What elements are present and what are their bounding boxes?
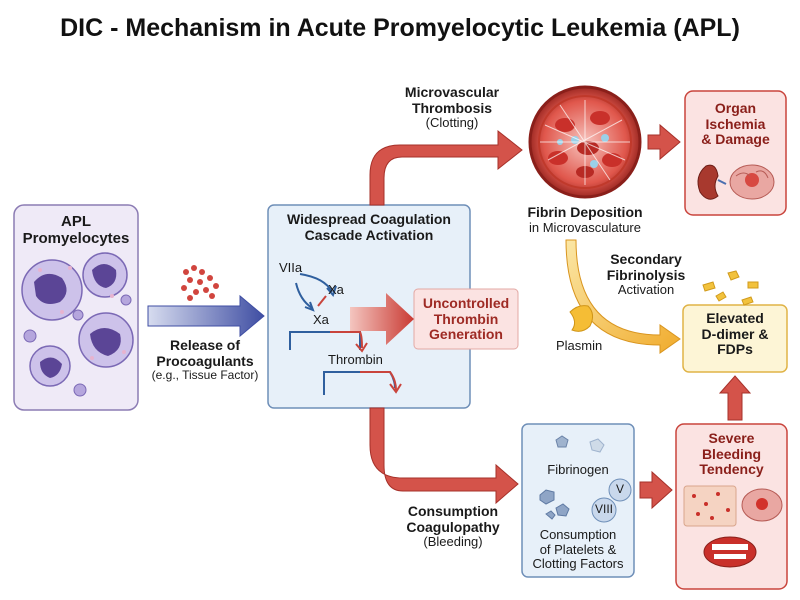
thrombosis-arrow xyxy=(369,129,523,206)
bleeding-gums-icon xyxy=(703,536,757,568)
fibrin-deposition-label: Fibrin Deposition in Microvasculature xyxy=(505,204,665,235)
consumption-coagulopathy-label: Consumption Coagulopathy (Bleeding) xyxy=(388,503,518,550)
bleeding-line1: Severe xyxy=(708,430,755,446)
release-label: Release of Procoagulants (e.g., Tissue F… xyxy=(140,337,270,383)
factor-xa-label-2: Xa xyxy=(313,312,329,327)
organ-arrow xyxy=(647,123,681,161)
cascade-pathway-arrows xyxy=(289,273,402,395)
bleeding-to-ddimer-arrow xyxy=(718,375,752,421)
fibrinolysis-label: Secondary Fibrinolysis Activation xyxy=(590,251,702,298)
consumption-arrow xyxy=(369,407,519,505)
release-arrow xyxy=(147,294,265,338)
promyelocyte-cells-illustration xyxy=(21,252,134,397)
ddimer-label: Elevated D-dimer & FDPs xyxy=(683,310,787,358)
fibrinolysis-sub: Activation xyxy=(617,282,675,298)
release-label-sub: (e.g., Tissue Factor) xyxy=(151,368,259,383)
fibrin-sub: in Microvasculature xyxy=(529,219,641,235)
organ-line3: & Damage xyxy=(701,131,770,148)
factor-v-marker xyxy=(608,478,632,502)
consumption-factors-line3: Clotting Factors xyxy=(532,556,624,572)
bleeding-tendency-label: Severe Bleeding Tendency xyxy=(676,430,787,478)
organ-line1: Organ xyxy=(714,100,757,116)
plasmin-icon xyxy=(569,305,594,332)
consumption-box xyxy=(521,423,635,578)
uncontrolled-line2: Thrombin xyxy=(433,310,499,327)
ddimer-line1: Elevated xyxy=(706,310,764,326)
platelet-fibrinogen-icons xyxy=(539,435,605,520)
uncontrolled-thrombin-label: Uncontrolled Thrombin Generation xyxy=(414,295,518,343)
microvessel-clot-illustration xyxy=(528,85,642,199)
thrombin-generation-arrow xyxy=(350,293,414,345)
bleeding-line2: Bleeding xyxy=(701,445,762,462)
apl-title-line2: Promyelocytes xyxy=(22,229,130,247)
apl-title: APL Promyelocytes xyxy=(14,213,138,248)
ddimer-line2: D-dimer & xyxy=(701,325,769,342)
organ-damage-label: Organ Ischemia & Damage xyxy=(685,100,786,148)
factor-v-label: V xyxy=(615,482,624,496)
factor-xa-label-1: Xa xyxy=(328,282,344,297)
microvascular-line2: Thrombosis xyxy=(411,99,493,116)
fibrinogen-label: Fibrinogen xyxy=(547,462,609,477)
microvascular-sub: (Clotting) xyxy=(425,115,479,131)
thrombin-label: Thrombin xyxy=(328,352,383,367)
apl-title-line1: APL xyxy=(61,213,91,230)
uncontrolled-line3: Generation xyxy=(429,326,503,343)
cascade-title-line1: Widespread Coagulation xyxy=(286,211,451,227)
cascade-title: Widespread Coagulation Cascade Activatio… xyxy=(268,211,470,243)
fibrinolysis-line2: Fibrinolysis xyxy=(606,266,686,283)
release-label-line2: Procoagulants xyxy=(156,352,254,369)
petechiae-skin-icon xyxy=(683,485,737,527)
factor-viii-marker xyxy=(591,497,617,523)
consumption-coag-line1: Consumption xyxy=(407,503,499,519)
consumption-coag-sub: (Bleeding) xyxy=(423,534,483,550)
consumption-factors-line2: of Platelets & xyxy=(539,541,617,557)
consumption-factors-line1: Consumption xyxy=(539,527,617,542)
ddimer-box xyxy=(682,304,788,373)
microvascular-thrombosis-label: Microvascular Thrombosis (Clotting) xyxy=(384,84,520,131)
uncontrolled-line1: Uncontrolled xyxy=(422,295,510,311)
release-label-line1: Release of xyxy=(169,337,241,353)
fibrin-fragments-icon xyxy=(702,270,759,306)
ddimer-line3: FDPs xyxy=(717,341,753,358)
plasmin-label: Plasmin xyxy=(556,338,603,353)
brain-hemorrhage-icon xyxy=(741,488,783,522)
consumption-factors-label: Consumption of Platelets & Clotting Fact… xyxy=(522,527,634,572)
factor-viia-label: VIIa xyxy=(279,260,303,275)
fibrinolysis-line1: Secondary xyxy=(610,251,682,267)
bleeding-line3: Tendency xyxy=(699,461,764,478)
organ-line2: Ischemia xyxy=(705,115,766,132)
fibrin-line1: Fibrin Deposition xyxy=(527,204,643,220)
fibrinolysis-arrow xyxy=(565,239,681,354)
factor-viii-label: VIII xyxy=(594,502,613,516)
microvascular-line1: Microvascular xyxy=(404,84,500,100)
page-title: DIC - Mechanism in Acute Promyelocytic L… xyxy=(60,14,740,42)
procoagulant-particles xyxy=(181,265,219,301)
kidney-icon xyxy=(697,164,727,200)
brain-icon xyxy=(729,164,775,200)
consumption-coag-line2: Coagulopathy xyxy=(406,518,500,535)
bleeding-arrow xyxy=(639,470,673,510)
cascade-title-line2: Cascade Activation xyxy=(304,226,434,243)
